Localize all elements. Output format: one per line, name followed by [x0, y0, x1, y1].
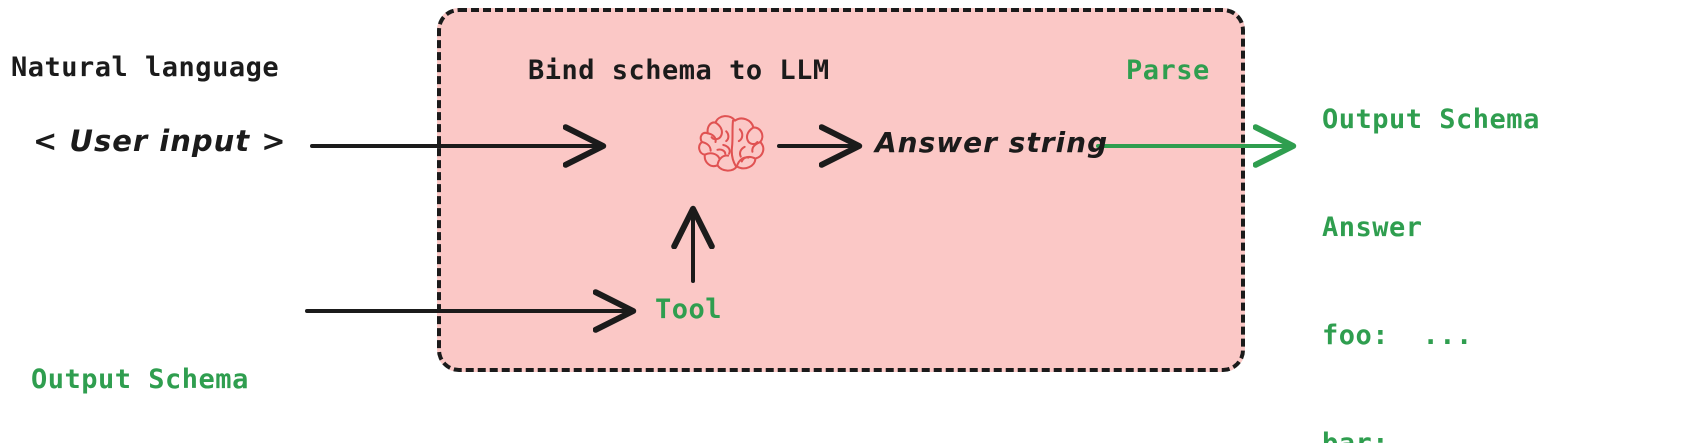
- output-schema-title: Output Schema: [1322, 104, 1540, 135]
- answer-string-text: Answer string: [875, 126, 1109, 159]
- output-schema-bar: bar: ...: [1322, 426, 1540, 443]
- input-output-schema-block: Output Schema foo: ... bar: ...: [31, 290, 249, 443]
- input-schema-title: Output Schema: [31, 364, 249, 395]
- natural-language-label: Natural language: [11, 52, 280, 83]
- user-input-text: < User input >: [33, 124, 287, 158]
- output-schema-foo: foo: ...: [1322, 320, 1473, 351]
- bind-schema-label: Bind schema to LLM: [528, 55, 830, 86]
- brain-icon: [698, 115, 765, 172]
- tool-label: Tool: [655, 294, 723, 325]
- output-schema-block: Output Schema Answer foo: ... bar: ...: [1322, 30, 1540, 443]
- output-schema-answer: Answer: [1322, 212, 1423, 243]
- parse-label: Parse: [1126, 55, 1210, 86]
